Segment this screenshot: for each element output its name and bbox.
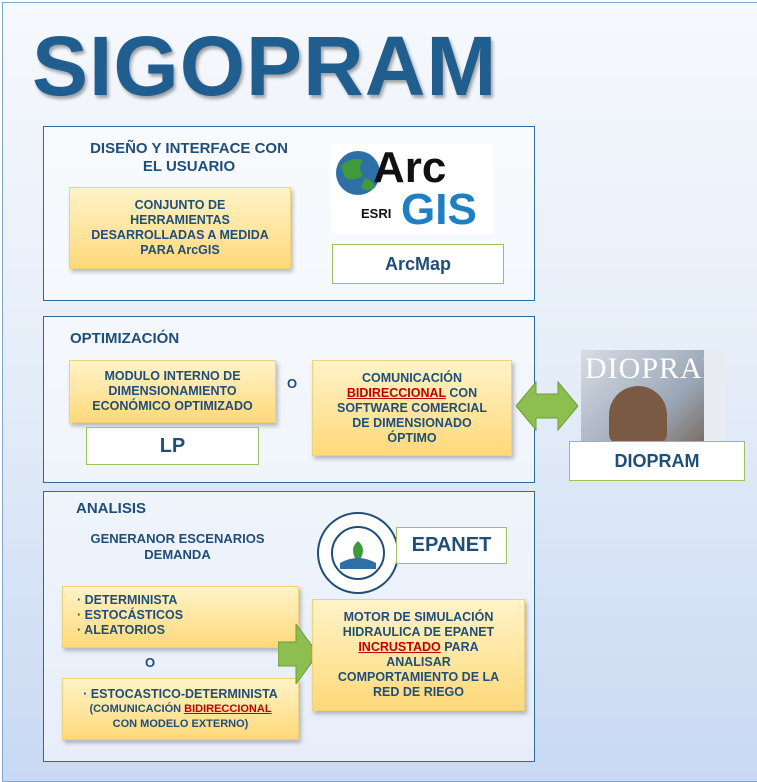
tools-line: HERRAMIENTAS bbox=[130, 213, 230, 227]
stochastic-line1: · ESTOCASTICO-DETERMINISTA bbox=[83, 686, 278, 701]
comm-suffix: CON bbox=[445, 385, 478, 400]
tools-box: CONJUNTO DE HERRAMIENTAS DESARROLLADAS A… bbox=[69, 187, 291, 269]
module-box: MODULO INTERNO DE DIMENSIONAMIENTO ECONÓ… bbox=[69, 360, 276, 423]
tools-line: PARA ArcGIS bbox=[140, 243, 220, 257]
stochastic-prefix: (COMUNICACIÓN bbox=[89, 702, 185, 715]
stochastic-highlight: BIDIRECCIONAL bbox=[184, 702, 272, 715]
scenarios-heading: GENERANOR ESCENARIOS DEMANDA bbox=[80, 531, 275, 563]
arcmap-box: ArcMap bbox=[332, 244, 504, 284]
stochastic-line3: CON MODELO EXTERNO) bbox=[112, 717, 249, 730]
scenarios-line2: DEMANDA bbox=[144, 547, 211, 562]
or-label: O bbox=[145, 655, 156, 670]
scenarios-line1: GENERANOR ESCENARIOS bbox=[90, 531, 265, 546]
logo-arc-text: Arc bbox=[373, 143, 447, 192]
module-line: MODULO INTERNO DE bbox=[104, 369, 241, 383]
or-label: O bbox=[287, 376, 298, 391]
stochastic-line2: (COMUNICACIÓN BIDIRECCIONAL bbox=[89, 702, 271, 717]
globe-icon bbox=[336, 151, 380, 195]
person-figure bbox=[609, 386, 667, 444]
design-heading-line1: DISEÑO Y INTERFACE CON bbox=[90, 140, 288, 157]
module-line: DIMENSIONAMIENTO bbox=[108, 384, 237, 398]
motor-box: MOTOR DE SIMULACIÓN HIDRAULICA DE EPANET… bbox=[312, 599, 525, 711]
comm-box: COMUNICACIÓN BIDIRECCIONAL CON SOFTWARE … bbox=[312, 360, 512, 456]
motor-highlight: INCRUSTADO bbox=[358, 640, 441, 654]
arcmap-label: ArcMap bbox=[384, 253, 451, 274]
page-strip bbox=[704, 350, 726, 445]
bidirectional-arrow-icon bbox=[516, 380, 578, 432]
epanet-label: EPANET bbox=[411, 534, 492, 556]
tools-line: CONJUNTO DE bbox=[134, 198, 226, 212]
motor-line: RED DE RIEGO bbox=[373, 685, 464, 699]
method-item: · ESTOCÁSTICOS bbox=[77, 608, 184, 622]
comm-line: ÓPTIMO bbox=[387, 430, 437, 445]
motor-line: HIDRAULICA DE EPANET bbox=[342, 625, 495, 639]
page-title: SIGOPRAM bbox=[32, 19, 498, 113]
motor-line: MOTOR DE SIMULACIÓN bbox=[343, 610, 494, 624]
optimization-heading: OPTIMIZACIÓN bbox=[70, 330, 180, 347]
stochastic-box: · ESTOCASTICO-DETERMINISTA (COMUNICACIÓN… bbox=[62, 678, 299, 740]
design-heading-line2: EL USUARIO bbox=[142, 158, 236, 175]
methods-box: · DETERMINISTA · ESTOCÁSTICOS · ALEATORI… bbox=[62, 586, 299, 648]
motor-suffix: PARA bbox=[440, 640, 479, 654]
logo-esri-text: ESRI bbox=[361, 206, 392, 221]
epa-seal-logo bbox=[317, 512, 399, 594]
comm-line: DE DIMENSIONADO bbox=[352, 415, 472, 430]
lp-box: LP bbox=[86, 427, 259, 465]
lp-label: LP bbox=[159, 434, 186, 457]
comm-line: SOFTWARE COMERCIAL bbox=[337, 400, 487, 415]
tools-line: DESARROLLADAS A MEDIDA bbox=[91, 228, 269, 242]
diopram-image-title: DIOPRAM bbox=[585, 352, 726, 385]
right-arrow-icon bbox=[278, 624, 318, 684]
analysis-heading: ANALISIS bbox=[76, 500, 147, 517]
comm-line2: BIDIRECCIONAL CON bbox=[347, 386, 477, 401]
design-heading: DISEÑO Y INTERFACE CON EL USUARIO bbox=[64, 140, 314, 176]
diopram-cover-image: DIOPRAM bbox=[581, 350, 726, 445]
diopram-box: DIOPRAM bbox=[569, 441, 745, 481]
diopram-label: DIOPRAM bbox=[614, 450, 700, 471]
motor-line3: INCRUSTADO PARA bbox=[358, 640, 478, 655]
motor-line: COMPORTAMIENTO DE LA bbox=[337, 670, 500, 684]
comm-highlight: BIDIRECCIONAL bbox=[346, 385, 446, 400]
motor-line: ANALISAR bbox=[386, 655, 451, 669]
epanet-box: EPANET bbox=[396, 527, 507, 564]
module-line: ECONÓMICO OPTIMIZADO bbox=[92, 399, 253, 413]
arcgis-logo: Arc ESRI GIS bbox=[331, 144, 493, 234]
method-item: · ALEATORIOS bbox=[77, 623, 165, 637]
logo-gis-text: GIS bbox=[401, 185, 477, 234]
comm-line1: COMUNICACIÓN bbox=[362, 370, 462, 385]
method-item: · DETERMINISTA bbox=[77, 593, 178, 607]
